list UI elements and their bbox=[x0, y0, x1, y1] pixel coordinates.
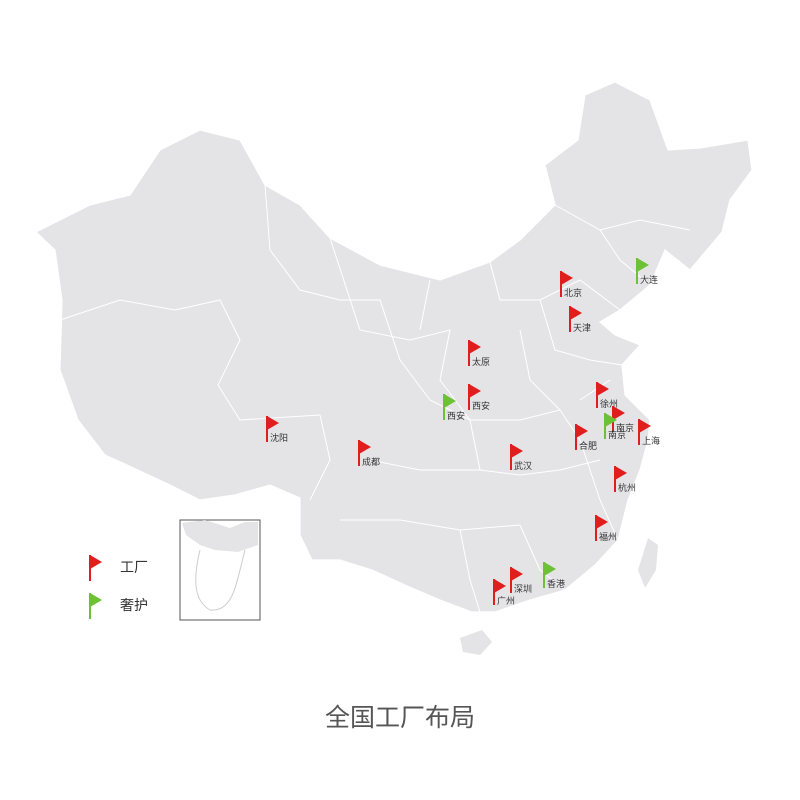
city-marker: 合肥 bbox=[575, 424, 597, 452]
city-marker: 北京 bbox=[560, 271, 582, 299]
page-title: 全国工厂布局 bbox=[324, 703, 475, 732]
legend-label: 工厂 bbox=[120, 560, 148, 576]
city-marker: 成都 bbox=[358, 440, 380, 468]
city-label: 上海 bbox=[642, 435, 660, 447]
city-label: 武汉 bbox=[514, 460, 532, 472]
city-label: 南京 bbox=[616, 422, 634, 434]
city-label: 北京 bbox=[564, 287, 582, 299]
city-marker: 西安 bbox=[443, 394, 465, 422]
city-marker: 上海 bbox=[638, 419, 660, 447]
legend-item: 工厂 bbox=[89, 555, 148, 581]
city-label: 合肥 bbox=[579, 440, 597, 452]
city-marker: 南京 bbox=[604, 413, 626, 441]
taiwan-island bbox=[638, 538, 658, 588]
city-label: 西安 bbox=[472, 400, 490, 412]
city-marker: 香港 bbox=[543, 562, 565, 590]
city-marker: 大连 bbox=[636, 258, 658, 286]
city-label: 成都 bbox=[362, 456, 380, 468]
city-label: 杭州 bbox=[618, 482, 636, 494]
city-label: 深圳 bbox=[514, 584, 532, 595]
city-marker: 沈阳 bbox=[266, 416, 288, 444]
city-marker: 福州 bbox=[595, 515, 617, 543]
city-marker: 广州 bbox=[493, 579, 515, 607]
city-marker: 杭州 bbox=[614, 466, 636, 494]
city-label: 太原 bbox=[472, 356, 490, 368]
city-label: 天津 bbox=[573, 323, 591, 334]
city-marker: 西安 bbox=[468, 384, 490, 412]
inset-map-frame bbox=[179, 519, 261, 621]
city-label: 沈阳 bbox=[270, 432, 288, 444]
legend-label: 奢护 bbox=[120, 598, 148, 614]
city-marker: 天津 bbox=[569, 306, 591, 334]
city-label: 香港 bbox=[547, 578, 565, 590]
hainan-island bbox=[460, 630, 492, 655]
city-marker: 太原 bbox=[468, 340, 490, 368]
city-label: 南京 bbox=[608, 429, 626, 441]
province-borders bbox=[59, 184, 691, 613]
city-label: 西安 bbox=[447, 410, 465, 422]
city-label: 大连 bbox=[640, 274, 658, 286]
city-label: 福州 bbox=[599, 531, 617, 543]
city-markers: 北京大连天津太原西安西安徐州南京南京上海合肥沈阳成都武汉杭州福州深圳广州香港 bbox=[266, 258, 660, 607]
china-landmass bbox=[34, 81, 753, 613]
legend-item: 奢护 bbox=[89, 593, 148, 619]
city-marker: 武汉 bbox=[510, 444, 532, 472]
city-label: 广州 bbox=[497, 595, 515, 607]
city-marker: 深圳 bbox=[510, 567, 532, 595]
